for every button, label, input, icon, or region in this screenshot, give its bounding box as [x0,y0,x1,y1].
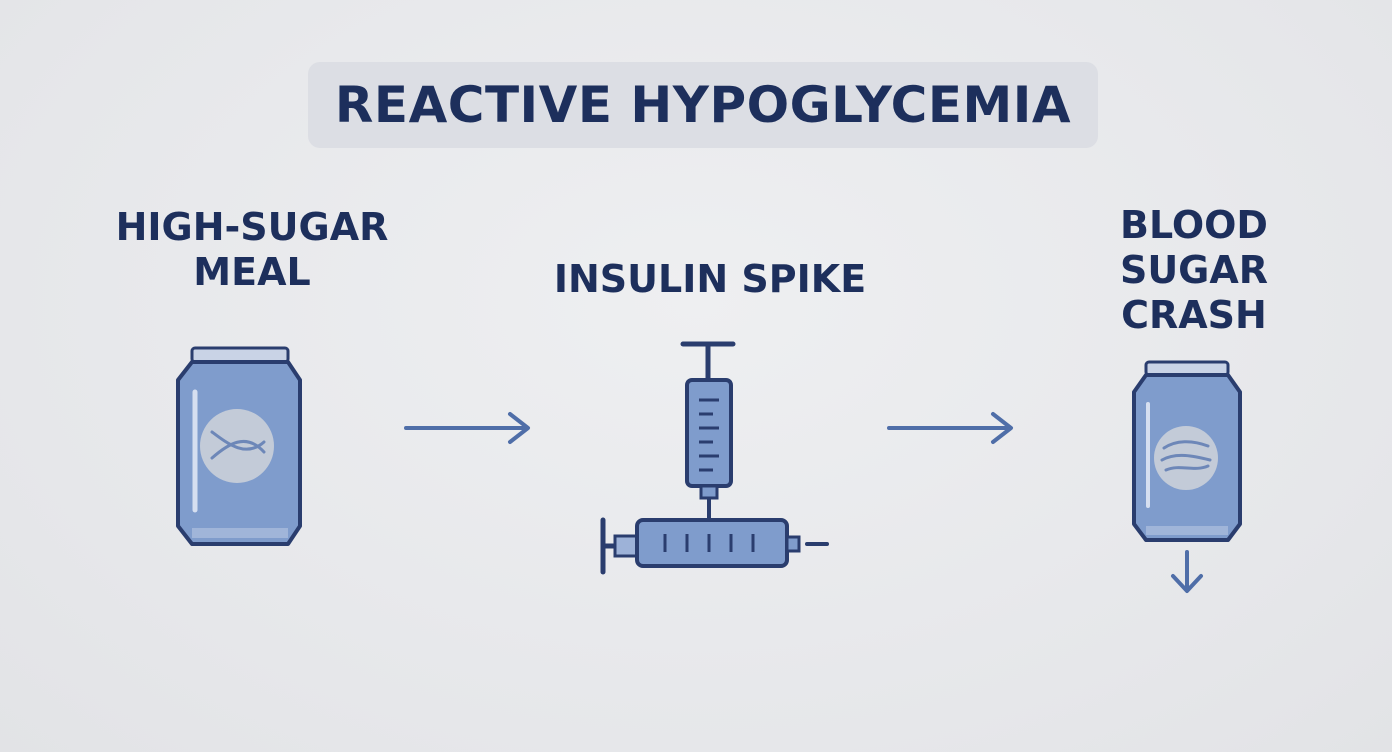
soda-can-icon [1132,360,1242,542]
syringe-icon [600,341,829,575]
step-label-high-sugar-meal: HIGH-SUGAR MEAL [115,205,389,294]
arrow-right-icon [887,412,1013,444]
arrow-down-icon [1171,550,1203,593]
arrow-right-icon [404,412,530,444]
step-label-insulin-spike: INSULIN SPIKE [553,257,867,301]
diagram-title: REACTIVE HYPOGLYCEMIA [334,76,1072,134]
soda-can-icon [176,346,302,546]
title-banner: REACTIVE HYPOGLYCEMIA [308,62,1098,148]
step-label-blood-sugar-crash: BLOOD SUGAR CRASH [1119,203,1269,337]
